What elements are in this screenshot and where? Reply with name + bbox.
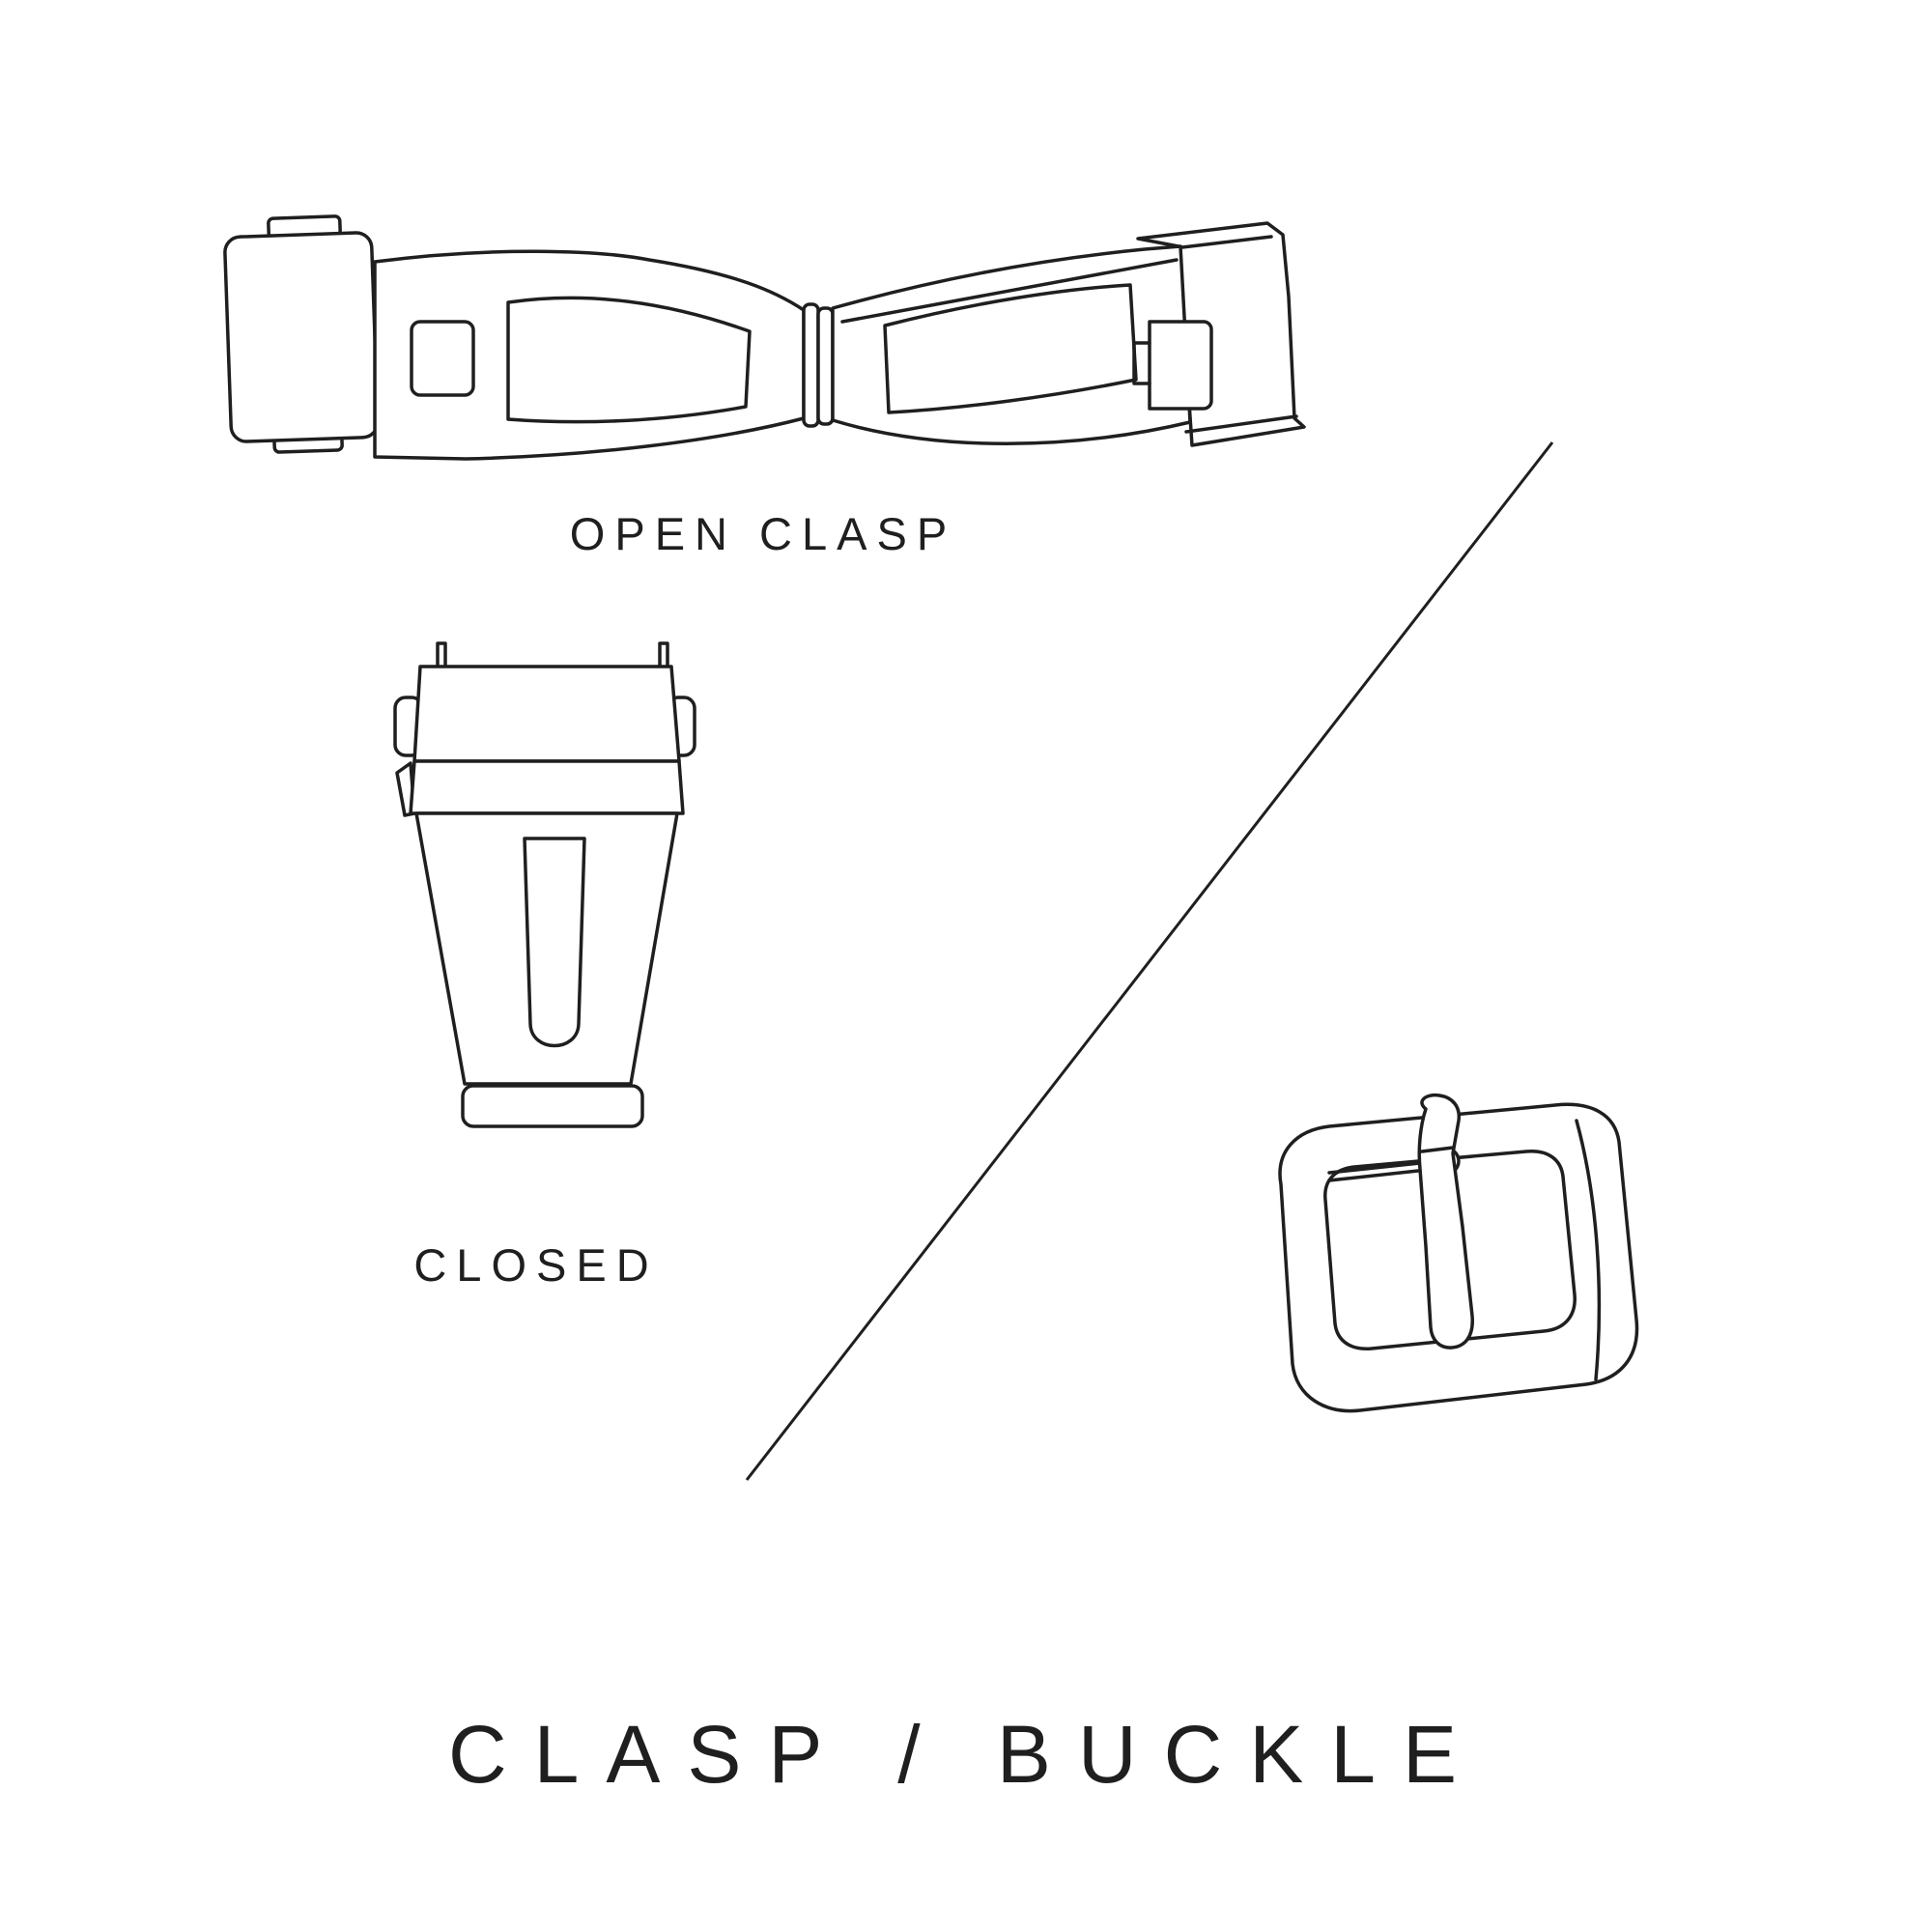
clasp-right-arm-panel bbox=[883, 283, 1138, 414]
clasp-right-arm-outline bbox=[831, 244, 1192, 445]
clasp-right-arm-strip bbox=[840, 258, 1179, 324]
closed-clasp-band-rows bbox=[395, 759, 685, 817]
clasp-left-arm-panel bbox=[506, 296, 752, 424]
buckle-crossbar bbox=[1327, 1161, 1422, 1182]
open-clasp-right-arm bbox=[831, 244, 1192, 445]
open-clasp-label: OPEN CLASP bbox=[569, 508, 957, 559]
page-title: CLASP / BUCKLE bbox=[447, 1709, 1485, 1800]
closed-clasp-illustration-icon bbox=[393, 641, 696, 1128]
buckle-right-rim bbox=[1575, 1119, 1602, 1381]
clasp-left-arm-notch bbox=[410, 320, 475, 397]
buckle-tang bbox=[1417, 1093, 1474, 1350]
open-clasp-left-arm bbox=[373, 249, 806, 461]
open-clasp-left-endlink bbox=[223, 214, 380, 454]
clasp-left-arm-outline bbox=[373, 249, 806, 461]
closed-clasp-slot bbox=[523, 837, 586, 1048]
tang-buckle-illustration-icon bbox=[1278, 1093, 1639, 1413]
closed-clasp-bottom-cap bbox=[461, 1084, 644, 1128]
open-clasp-hook bbox=[1132, 320, 1213, 411]
open-clasp-illustration-icon bbox=[223, 214, 1306, 461]
open-clasp-hinge bbox=[802, 302, 835, 428]
diagonal-divider-line bbox=[745, 441, 1554, 1481]
closed-label: CLOSED bbox=[413, 1239, 659, 1291]
closed-clasp-top-block bbox=[412, 665, 681, 763]
closed-clasp-body bbox=[414, 811, 679, 1086]
buckle-inner-opening bbox=[1323, 1150, 1577, 1350]
